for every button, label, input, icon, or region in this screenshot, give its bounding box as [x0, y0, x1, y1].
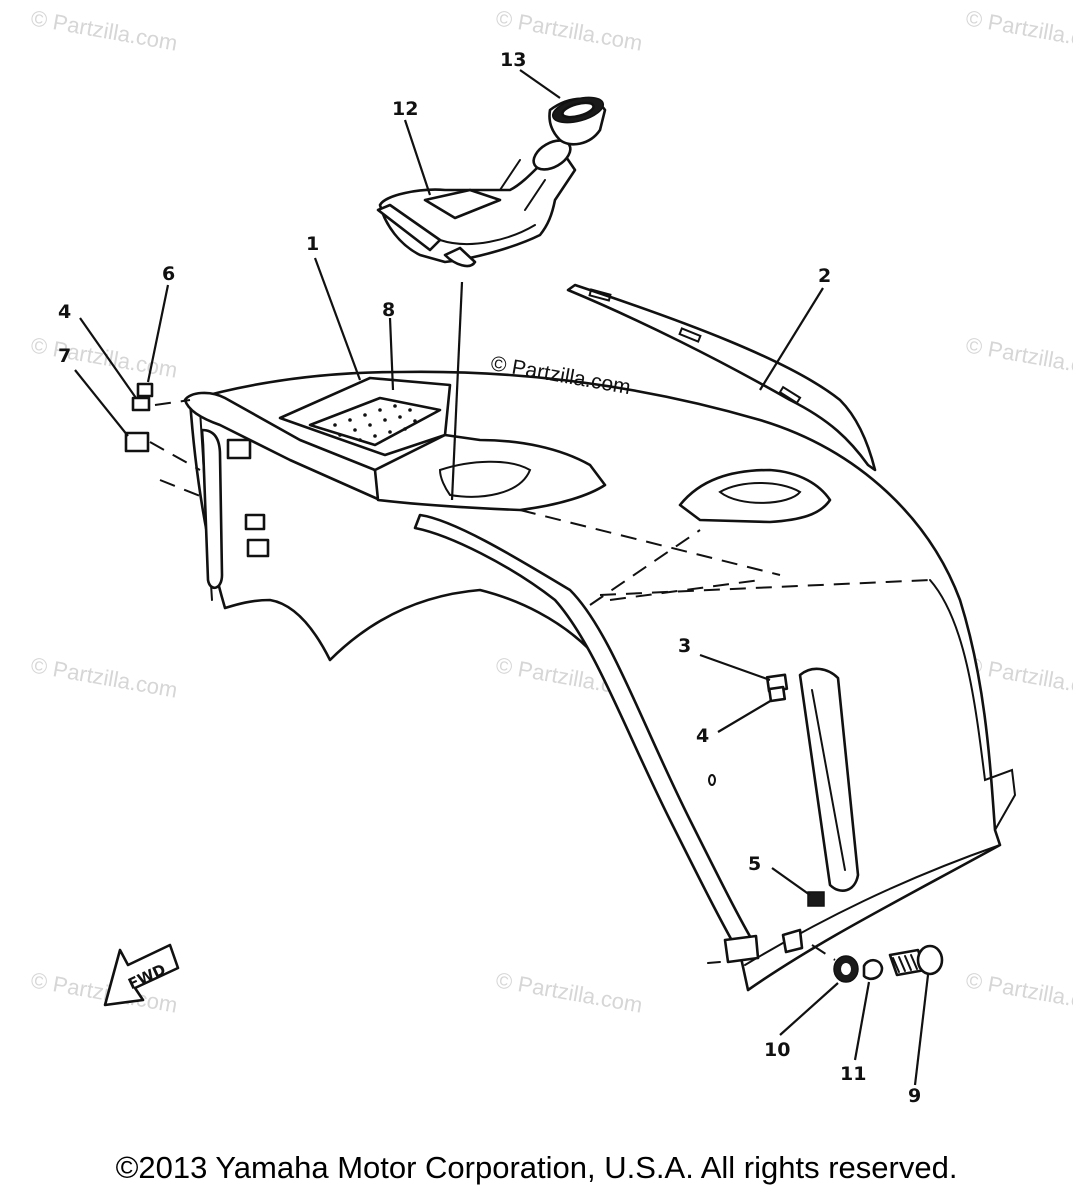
callout-5: 5 [748, 853, 761, 875]
forward-arrow-icon: FWD [103, 943, 180, 1007]
copyright-notice: ©2013 Yamaha Motor Corporation, U.S.A. A… [115, 1150, 958, 1185]
seat-pad-dots [333, 404, 417, 442]
filler-neck [376, 139, 577, 268]
trim-strip [566, 283, 877, 472]
callout-7: 7 [58, 345, 71, 367]
callout-4-left: 4 [58, 301, 71, 323]
callout-10: 10 [764, 1039, 790, 1061]
hardware [707, 944, 944, 983]
clip-4-left [131, 396, 151, 412]
fender-body [183, 370, 1017, 992]
bracket-7 [124, 431, 150, 453]
callout-12: 12 [392, 98, 418, 120]
callouts: 1 2 3 4 4 5 6 7 8 9 10 11 12 13 [58, 49, 921, 1107]
leader-lines [74, 69, 930, 1086]
fuel-cap [548, 96, 607, 146]
callout-8: 8 [382, 299, 395, 321]
assembly-line [450, 281, 464, 501]
callout-6: 6 [162, 263, 175, 285]
clip-6 [136, 382, 154, 398]
callout-3: 3 [678, 635, 691, 657]
callout-11: 11 [840, 1063, 866, 1085]
callout-2: 2 [818, 265, 831, 287]
callout-13: 13 [500, 49, 526, 71]
callout-1: 1 [306, 233, 319, 255]
callout-4: 4 [696, 725, 709, 747]
callout-9: 9 [908, 1085, 921, 1107]
